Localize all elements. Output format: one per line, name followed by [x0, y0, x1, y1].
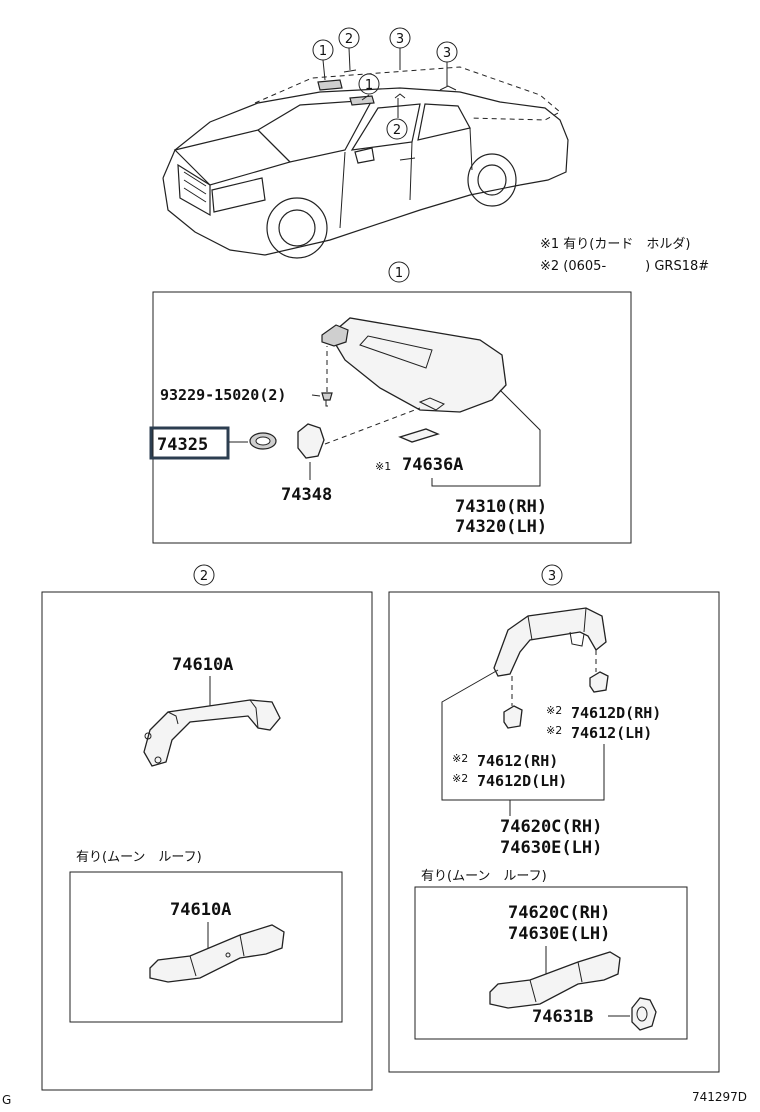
section-frame	[388, 591, 720, 1073]
part-number-cover-lh: 74612(LH)	[571, 724, 652, 742]
holder-clip-icon	[297, 423, 325, 459]
mark-cover-rh: ※2	[452, 752, 468, 765]
card-holder-mark: ※1	[375, 460, 391, 473]
part-number-screw: 93229-15020(2)	[160, 386, 286, 404]
car-illustration	[162, 66, 569, 259]
section-3: 3 ※2 74612D(RH) ※2 74612(LH) ※2 74612(RH…	[388, 564, 720, 1073]
callout-number: 2	[393, 123, 401, 138]
mark-cover-d-lh: ※2	[452, 772, 468, 785]
moon-roof-grip	[149, 924, 285, 983]
part-number-visor-lh: 74320(LH)	[455, 517, 547, 537]
callout-circle	[389, 27, 411, 49]
moon-roof-frame	[69, 871, 343, 1023]
part-number-moon-grip-rh: 74620C(RH)	[508, 903, 610, 923]
callout-circle	[358, 73, 380, 95]
part-number-cover-d-rh: 74612D(RH)	[571, 704, 661, 722]
car-callouts: 1 2 1 3 3 2	[312, 27, 458, 140]
part-number-grip-moon: 74610A	[170, 900, 231, 920]
part-number-grip-lh: 74630E(LH)	[500, 838, 602, 858]
callout-number: 1	[365, 78, 373, 93]
screw-icon	[321, 392, 333, 401]
callout-number: 1	[319, 44, 327, 59]
note-card-holder: ※1 有り(カード ホルダ)	[540, 237, 690, 252]
visor-mirror	[359, 335, 433, 369]
callout-number: 3	[396, 32, 404, 47]
section-marker	[388, 261, 410, 283]
assist-grip-large	[493, 607, 607, 677]
moon-roof-grip	[489, 951, 621, 1009]
mark-cover-d-rh: ※2	[546, 704, 562, 717]
part-number-grip-rh: 74620C(RH)	[500, 817, 602, 837]
visor-hinge	[321, 324, 349, 347]
part-number-cover-d-lh: 74612D(LH)	[477, 772, 567, 790]
part-number-moon-grip-lh: 74630E(LH)	[508, 924, 610, 944]
highlight-box	[149, 426, 230, 460]
part-number-grip-top: 74610A	[172, 655, 233, 675]
mark-cover-lh: ※2	[546, 724, 562, 737]
part-number-visor-rh: 74310(RH)	[455, 497, 547, 517]
assist-grip	[143, 699, 281, 767]
callout-circle	[338, 27, 360, 49]
section-frame	[41, 591, 373, 1091]
section-marker	[541, 564, 563, 586]
part-number-highlighted: 74325	[157, 435, 208, 455]
section-frame	[152, 291, 632, 544]
note-production-range: ※2 (0605- ) GRS18#	[540, 259, 709, 274]
part-number-cover-rh: 74612(RH)	[477, 752, 558, 770]
cover-left-icon	[503, 705, 523, 729]
callout-circle	[386, 118, 408, 140]
footer-figure-code: 741297D	[692, 1090, 747, 1104]
part-number-card-holder: 74636A	[402, 455, 463, 475]
section-1: 1 93229-15020(2) 74325 74348 ※1 74636A 7…	[149, 261, 632, 544]
moon-roof-frame	[414, 886, 688, 1040]
moon-roof-label: 有り(ムーン ルーフ)	[76, 850, 202, 865]
clip-icon	[631, 997, 657, 1031]
moon-roof-label: 有り(ムーン ルーフ)	[421, 869, 547, 884]
card-holder-icon	[398, 428, 440, 443]
callout-number: 3	[443, 46, 451, 61]
callout-circle	[436, 41, 458, 63]
part-number-holder: 74348	[281, 485, 332, 505]
part-number-clip: 74631B	[532, 1007, 593, 1027]
callout-number: 2	[345, 32, 353, 47]
footer-left-code: G	[2, 1093, 11, 1107]
section-marker	[193, 564, 215, 586]
section-marker-number: 1	[395, 266, 403, 281]
cover-right-icon	[589, 671, 609, 693]
section-marker-number: 3	[548, 569, 556, 584]
section-2: 2 74610A 有り(ムーン ルーフ) 74610A	[41, 564, 373, 1091]
section-marker-number: 2	[200, 569, 208, 584]
callout-circle	[312, 39, 334, 61]
